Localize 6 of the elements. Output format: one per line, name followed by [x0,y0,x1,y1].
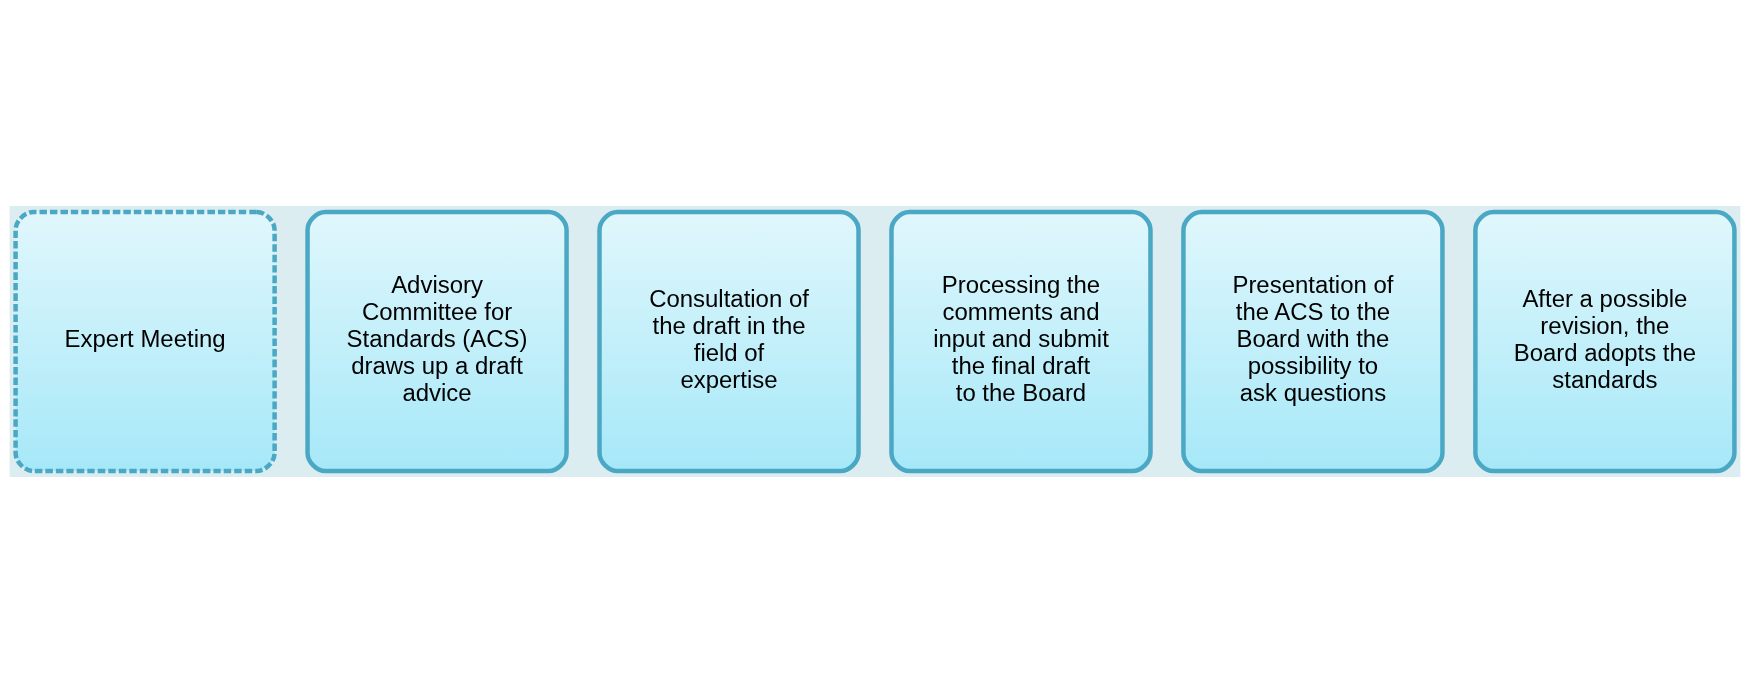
node-box: Advisory Committee for Standards (ACS) draws up a draft advice [305,209,569,474]
node-box: After a possible revision, the Board adopts the standards [1473,209,1737,474]
node-box: Consultation of the draft in the field of expertise [597,209,861,474]
node-box: Processing the comments and input and submit the final draft to the Board [889,209,1153,474]
node-box: Expert Meeting [13,209,277,474]
node-box: Presentation of the ACS to the Board with the possibility to ask questions [1181,209,1445,474]
